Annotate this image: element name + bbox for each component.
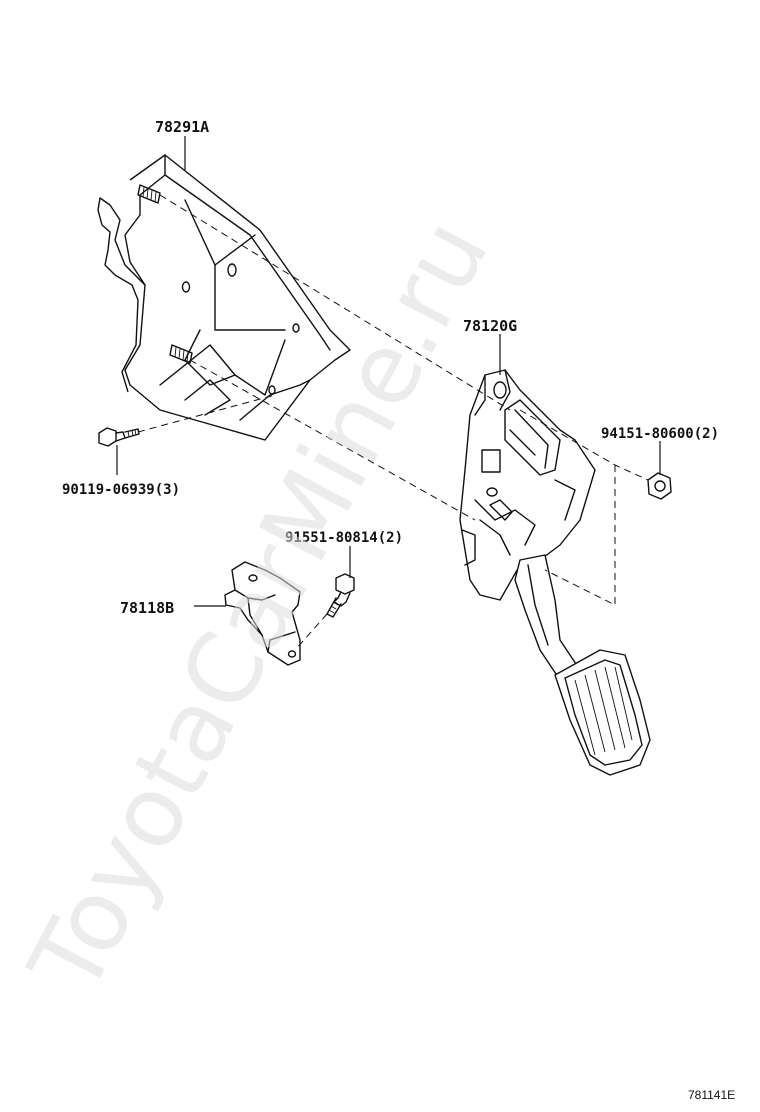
label-bolt-left: 90119-06939(3) [62,482,180,498]
label-nut: 94151-80600(2) [601,426,719,442]
bolt-91551 [326,573,355,618]
label-bracket: 78291A [155,118,209,136]
nut-94151 [647,472,672,500]
bolt-90119 [98,427,140,447]
accelerator-pedal-78120g [459,369,651,776]
label-pedal: 78120G [463,317,517,335]
label-stay: 78118B [120,599,174,617]
label-bolt-mid: 91551-80814(2) [285,530,403,546]
bracket-78291a [97,154,351,441]
stay-78118b [224,561,301,666]
alignment-lines [137,194,649,651]
leader-lines [116,136,661,607]
figure-code: 781141E [688,1088,735,1102]
